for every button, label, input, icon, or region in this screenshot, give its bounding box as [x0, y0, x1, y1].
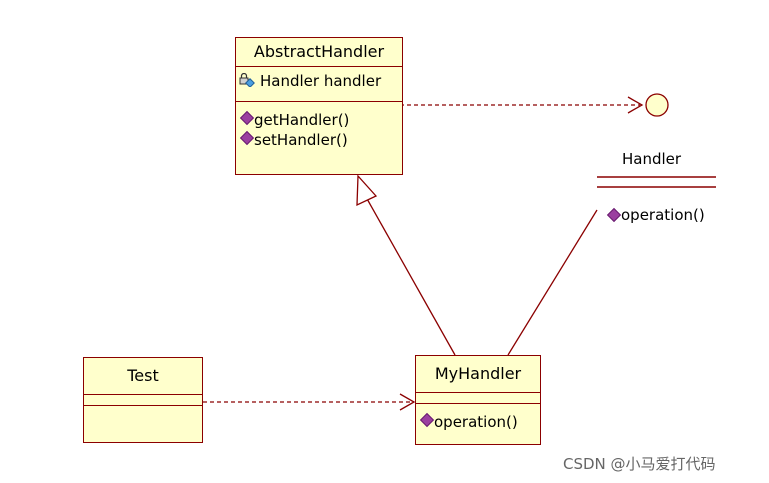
dependency-test-arrowhead: [399, 393, 416, 411]
method-icon: [606, 207, 622, 223]
realization-line: [507, 209, 598, 356]
method-icon: [419, 412, 435, 428]
watermark: CSDN @小马爱打代码: [563, 455, 716, 473]
interface-name[interactable]: Handler: [622, 150, 682, 168]
class-divider: [84, 394, 202, 395]
class-divider: [236, 66, 402, 67]
class-field: Handler handler: [236, 71, 402, 91]
generalization-arrowhead: [356, 174, 378, 207]
class-test[interactable]: Test: [83, 357, 203, 443]
class-title: Test: [127, 366, 159, 385]
class-title: AbstractHandler: [253, 42, 385, 61]
class-method: setHandler(): [236, 130, 402, 150]
private-field-icon: [239, 73, 255, 87]
class-method: getHandler(): [236, 110, 402, 130]
class-method: operation(): [416, 412, 540, 432]
method-icon: [239, 130, 255, 146]
interface-method: operation(): [603, 206, 705, 224]
class-myhandler[interactable]: MyHandler operation(): [415, 355, 541, 445]
interface-lollipop: [645, 93, 669, 117]
class-divider: [416, 392, 540, 393]
class-divider: [416, 403, 540, 404]
class-divider: [236, 101, 402, 102]
class-title: MyHandler: [434, 364, 522, 383]
dependency-arrowhead: [627, 96, 644, 114]
method-icon: [239, 110, 255, 126]
field-text: Handler handler: [260, 72, 382, 90]
generalization-line: [365, 196, 456, 356]
class-abstracthandler[interactable]: AbstractHandler Handler handler getHandl…: [235, 37, 403, 175]
class-divider: [84, 405, 202, 406]
